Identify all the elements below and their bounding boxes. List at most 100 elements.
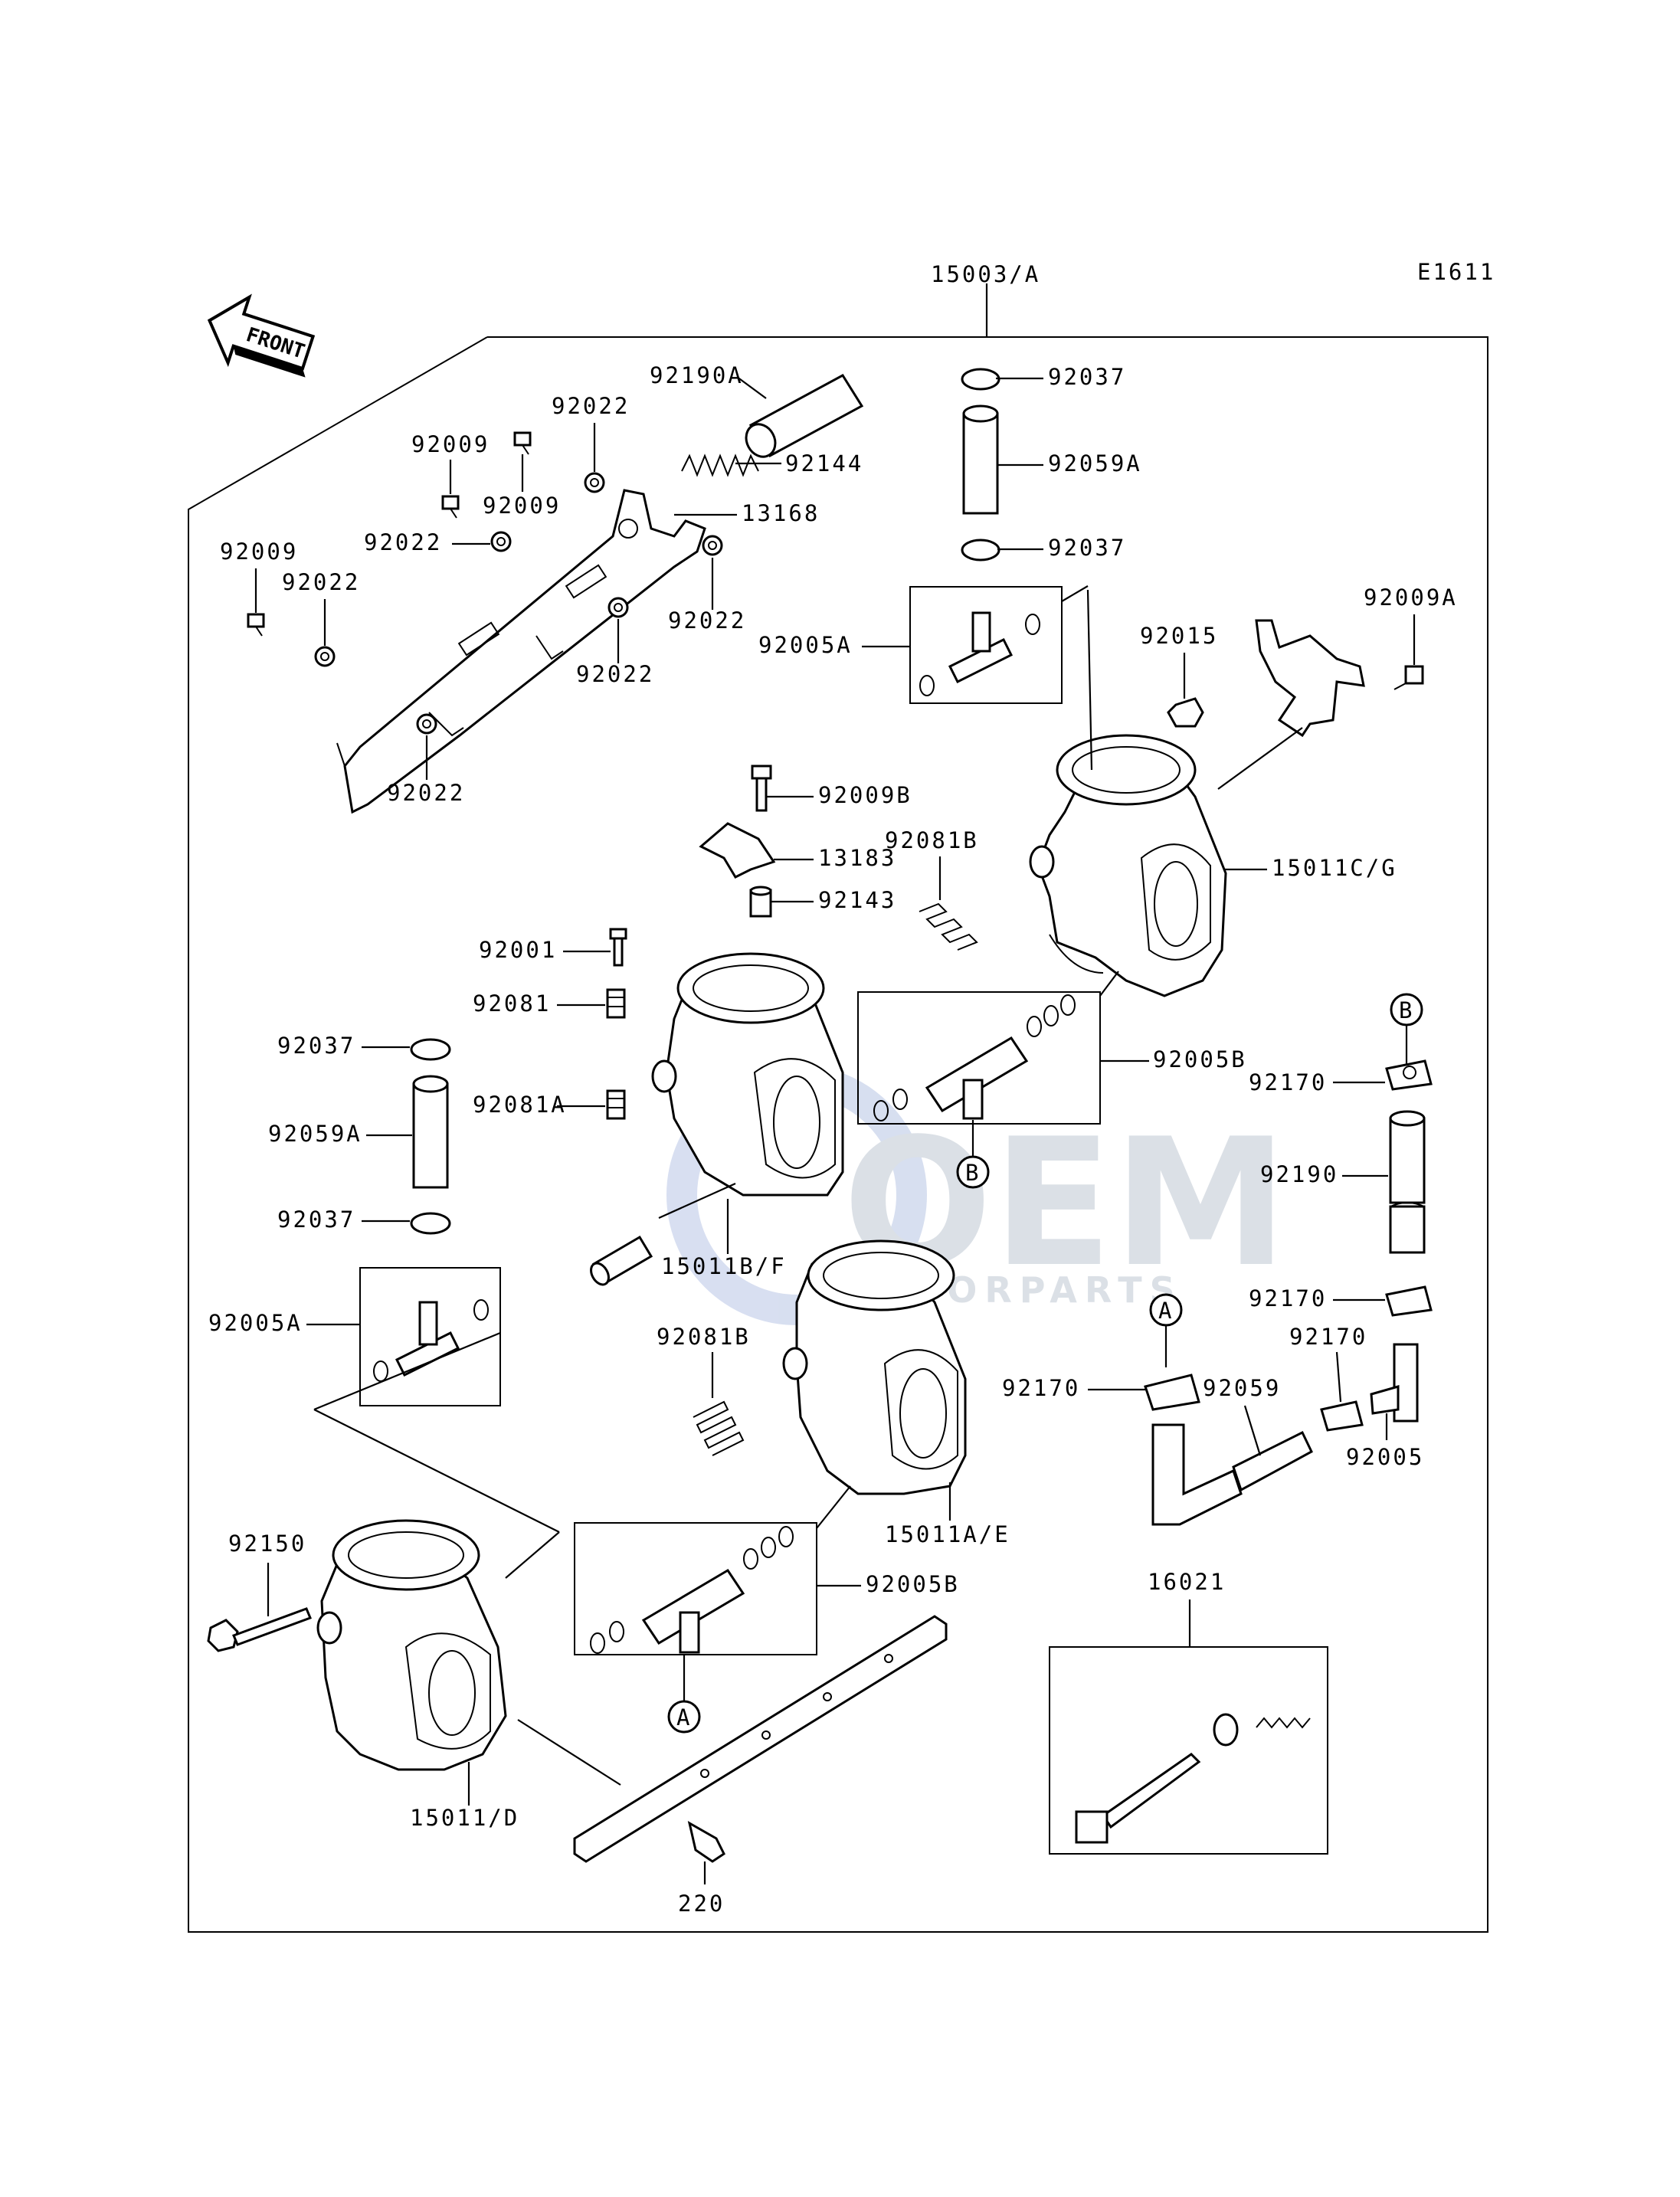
- callout-B-2: B: [956, 1120, 990, 1189]
- tee-92005B-left: [574, 1522, 817, 1655]
- clip-92037: [961, 368, 1000, 562]
- label-92037-d: 92037: [277, 1207, 355, 1233]
- hose-92059A-left: [412, 1075, 449, 1189]
- screw-92001: [609, 928, 627, 967]
- diagram-code: E1611: [1417, 259, 1495, 285]
- label-92022-c: 92022: [282, 569, 360, 595]
- label-92037-b: 92037: [1048, 535, 1126, 561]
- label-92005: 92005: [1346, 1444, 1424, 1470]
- label-92022-a: 92022: [552, 393, 630, 419]
- tee-92005A-left: [359, 1267, 501, 1406]
- label-92081A: 92081A: [473, 1092, 567, 1118]
- screw-92009: [247, 431, 532, 637]
- label-92037-c: 92037: [277, 1033, 355, 1059]
- label-92170-d: 92170: [1002, 1375, 1080, 1401]
- label-92059A-b: 92059A: [268, 1121, 362, 1147]
- callout-B-1: B: [1390, 993, 1423, 1065]
- label-92001: 92001: [479, 937, 557, 963]
- label-92081B-b: 92081B: [657, 1324, 751, 1350]
- svg-text:B: B: [1399, 997, 1414, 1023]
- bracket-13183: [699, 822, 776, 879]
- screw-220: [687, 1821, 725, 1884]
- carburetor-15011CG: [1029, 734, 1227, 997]
- washer-92022: [314, 472, 723, 735]
- clamp-92170-c: [1385, 1285, 1433, 1317]
- clamp-92170-b: [1385, 1059, 1433, 1091]
- label-15011AE: 15011A/E: [885, 1521, 1010, 1547]
- hose-92059: [1151, 1423, 1313, 1526]
- label-92009-b: 92009: [483, 493, 561, 519]
- spring-92144: [681, 453, 759, 477]
- label-92009B: 92009B: [818, 782, 912, 808]
- part-labels: 92190A 92144 92037 92059A 92037 92022 92…: [208, 362, 1458, 1917]
- assembly-frame: 15003/A: [188, 261, 1488, 1933]
- tee-92005B-top: [857, 991, 1101, 1125]
- label-92150: 92150: [228, 1531, 306, 1557]
- label-92037-a: 92037: [1048, 364, 1126, 390]
- label-15011BF: 15011B/F: [661, 1253, 787, 1279]
- label-92022-e: 92022: [576, 661, 654, 687]
- hose-92190: [1389, 1110, 1426, 1254]
- clamp-92170-d: [1320, 1400, 1364, 1432]
- carburetor-15011D: [316, 1519, 507, 1771]
- clip-92037-left: [410, 1038, 451, 1235]
- callout-A-1: A: [1149, 1293, 1183, 1367]
- label-92059: 92059: [1203, 1375, 1281, 1401]
- label-92009-c: 92009: [220, 539, 298, 565]
- spring-92081B-top: [919, 902, 978, 951]
- label-92005B-b: 92005B: [866, 1571, 960, 1597]
- label-92144: 92144: [785, 450, 863, 476]
- label-92009-a: 92009: [411, 431, 490, 457]
- label-92143: 92143: [818, 887, 896, 913]
- pipe-left-mid: [590, 1235, 653, 1286]
- connection-leads: [313, 585, 1303, 1786]
- bolt-92150: [207, 1607, 312, 1652]
- clamp-92170-a: [1144, 1374, 1200, 1411]
- label-13183: 13183: [818, 845, 896, 871]
- kit-16021: [1049, 1646, 1328, 1855]
- svg-text:A: A: [676, 1704, 692, 1730]
- label-92009A: 92009A: [1364, 584, 1458, 611]
- callout-A-2: A: [667, 1655, 701, 1734]
- tee-92005: [1370, 1343, 1419, 1423]
- front-arrow: FRONT: [207, 293, 316, 378]
- svg-text:A: A: [1158, 1298, 1174, 1324]
- label-92005A-a: 92005A: [758, 632, 853, 658]
- bracket-right: [1255, 619, 1365, 738]
- label-13168: 13168: [742, 500, 820, 526]
- label-92190: 92190: [1260, 1161, 1338, 1187]
- spring-92081: [606, 988, 626, 1019]
- label-92005A-b: 92005A: [208, 1310, 303, 1336]
- collar-92143: [749, 886, 772, 918]
- carburetor-15011BF: [651, 952, 844, 1197]
- assembly-label: 15003/A: [931, 261, 1040, 287]
- label-92170-a: 92170: [1249, 1069, 1327, 1095]
- label-92081: 92081: [473, 990, 551, 1017]
- hose-92059A: [962, 404, 999, 515]
- screw-92009A: [1393, 665, 1424, 690]
- tee-92005A-top: [909, 586, 1063, 704]
- label-92022-b: 92022: [364, 529, 442, 555]
- nut-92015: [1167, 697, 1204, 728]
- label-15011CG: 15011C/G: [1272, 855, 1397, 881]
- label-16021: 16021: [1148, 1569, 1226, 1595]
- carburetor-15011AE: [782, 1239, 967, 1495]
- label-92081B-a: 92081B: [885, 827, 979, 853]
- label-220: 220: [678, 1891, 725, 1917]
- label-92005B-a: 92005B: [1153, 1046, 1247, 1072]
- label-92015: 92015: [1140, 623, 1218, 649]
- tube-92190A: [745, 374, 864, 458]
- spring-92081A: [606, 1089, 626, 1120]
- screw-92009B: [751, 765, 772, 812]
- mounting-rail: [573, 1615, 948, 1863]
- bracket-13168: [336, 489, 706, 814]
- label-92190A: 92190A: [650, 362, 744, 388]
- svg-text:B: B: [965, 1160, 981, 1186]
- label-92170-b: 92170: [1249, 1285, 1327, 1311]
- label-92022-d: 92022: [668, 607, 746, 634]
- label-92059A-a: 92059A: [1048, 450, 1142, 476]
- label-15011D: 15011/D: [410, 1805, 519, 1831]
- spring-92081B-left: [693, 1400, 745, 1456]
- label-92170-c: 92170: [1289, 1324, 1367, 1350]
